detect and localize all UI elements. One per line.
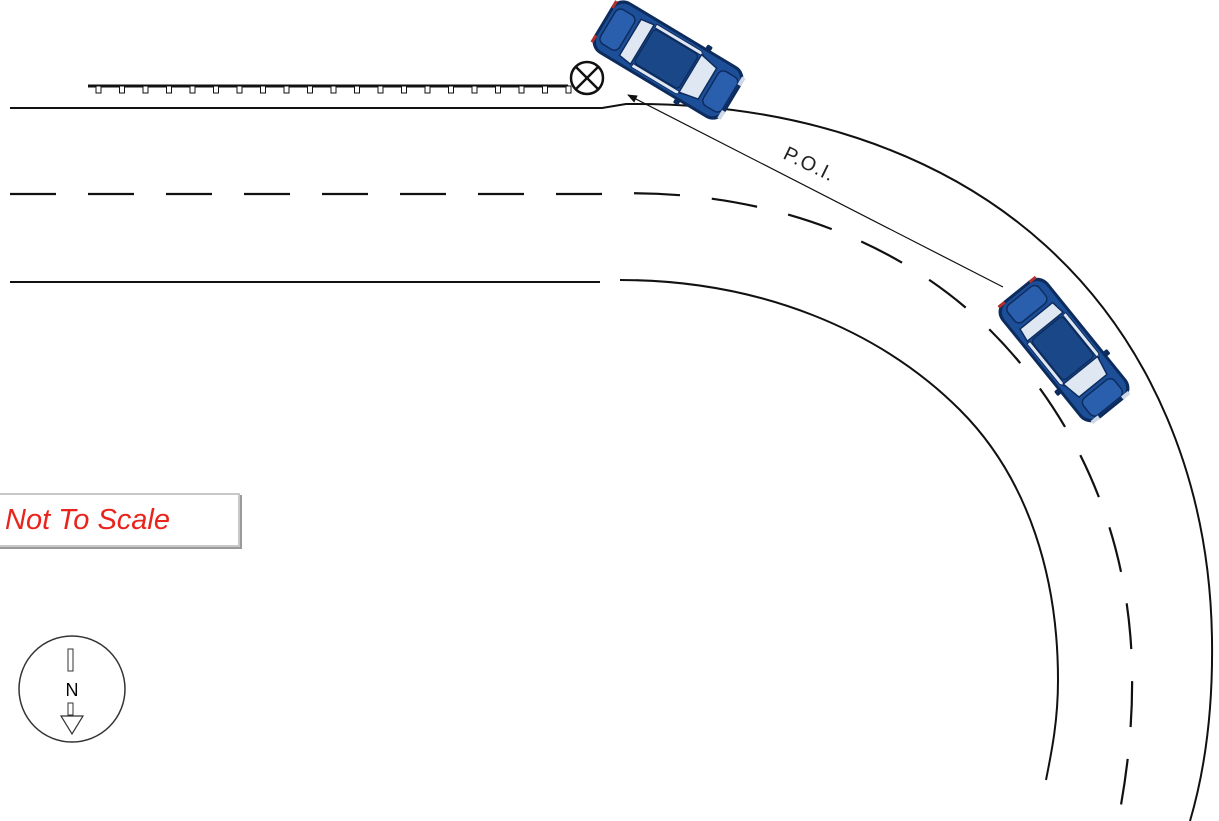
scale-note: Not To Scale [5, 504, 170, 536]
road-edge-inner-curve [619, 279, 1060, 781]
guardrail-post [542, 85, 548, 94]
guardrail-post [189, 85, 196, 94]
guardrail [88, 84, 572, 94]
guardrail-post [142, 85, 149, 94]
vehicle-2-icon [988, 268, 1140, 432]
guardrail-posts [95, 85, 572, 94]
north-letter: N [66, 680, 79, 700]
guardrail-post [495, 85, 501, 94]
guardrail-post [354, 85, 360, 94]
guardrail-post [213, 85, 219, 94]
guardrail-post [260, 85, 266, 94]
guardrail-post [448, 85, 454, 94]
guardrail-post [424, 85, 431, 94]
road-centerline [10, 192, 1134, 821]
impact-point-icon [569, 60, 605, 96]
guardrail-post [307, 85, 313, 94]
guardrail-post [401, 85, 407, 94]
vehicle-1-icon [584, 0, 752, 130]
guardrail-post [95, 85, 102, 94]
guardrail-post [518, 85, 525, 94]
north-arrow-icon: N [18, 635, 126, 743]
guardrail-post [119, 85, 125, 94]
guardrail-post [283, 85, 290, 94]
poi-label: P.O.I. [780, 143, 839, 187]
guardrail-post [236, 85, 243, 94]
guardrail-post [330, 85, 337, 94]
road-edge-outer [10, 102, 1214, 821]
guardrail-post [377, 85, 384, 94]
poi-arrow [627, 94, 1004, 288]
guardrail-post [166, 85, 172, 94]
scale-note-box: Not To Scale [0, 493, 240, 547]
guardrail-post [471, 85, 478, 94]
guardrail-post [565, 85, 572, 94]
